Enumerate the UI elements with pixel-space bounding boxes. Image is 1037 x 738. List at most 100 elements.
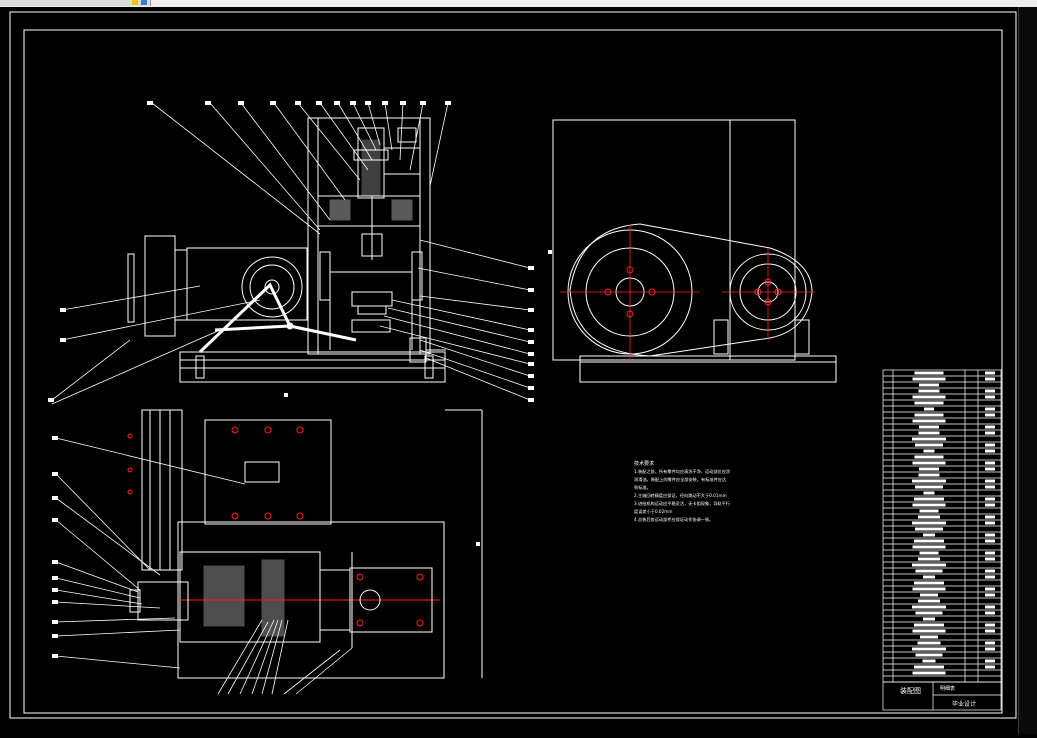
- parts-list-entry: [912, 479, 946, 483]
- parts-list-qty: [985, 407, 995, 411]
- parts-list-qty: [985, 575, 995, 579]
- parts-list-entry: [915, 443, 943, 447]
- parts-list-entry: [917, 641, 941, 645]
- top-view: [129, 409, 445, 679]
- parts-list-entry: [912, 647, 946, 651]
- cad-drawing-canvas[interactable]: 装配图 毕业设计 明细表 技术要求 1.装配之前，所有零件均应清洗干净，运动部位…: [0, 7, 1018, 734]
- parts-list-qty: [985, 431, 995, 435]
- parts-list-entry: [914, 413, 944, 417]
- front-view-leader-lines: [51, 102, 531, 405]
- parts-list-entry: [923, 617, 935, 621]
- parts-list-entry: [912, 563, 946, 567]
- parts-list-entry: [912, 395, 946, 399]
- title-block-drawing-name: 装配图: [900, 686, 921, 695]
- parts-list-qty: [985, 539, 995, 543]
- parts-list-qty: [985, 665, 995, 669]
- parts-list-entry: [918, 431, 940, 435]
- parts-list-entry: [912, 605, 946, 609]
- parts-list-entry: [919, 467, 939, 471]
- outer-frame: [9, 11, 1017, 719]
- top-view-leader-lines: [55, 437, 353, 695]
- parts-list-entry: [912, 377, 946, 381]
- tech-req-line: 到标准。: [634, 484, 651, 491]
- parts-list-entry: [914, 371, 944, 375]
- parts-list-entry: [923, 533, 935, 537]
- parts-list-entry: [915, 611, 943, 615]
- parts-list-qty: [985, 551, 995, 555]
- parts-list-entry: [912, 437, 946, 441]
- view-marker: [476, 542, 480, 546]
- tech-req-line: 1.装配之前，所有零件均应清洗干净，运动部位应涂: [634, 468, 731, 475]
- parts-list-entry: [914, 665, 944, 669]
- parts-list-entry: [919, 425, 939, 429]
- tech-req-line: 4.总装后各运动部件应保证动作协调一致。: [634, 516, 713, 523]
- top-view-bolt-holes: [127, 426, 424, 627]
- parts-list-entry: [918, 557, 940, 561]
- technical-requirements: 技术要求 1.装配之前，所有零件均应清洗干净，运动部位应涂 润滑油。装配上的零件…: [634, 460, 731, 523]
- parts-list-qty: [985, 587, 995, 591]
- parts-list-entry: [912, 461, 946, 465]
- parts-list-qty: [985, 611, 995, 615]
- parts-list-qty: [985, 425, 995, 429]
- parts-list-qty: [985, 443, 995, 447]
- parts-list-qty: [985, 449, 995, 453]
- parts-list-entry: [923, 491, 935, 495]
- parts-list-entry: [915, 653, 943, 657]
- parts-list-entry: [919, 509, 939, 513]
- parts-list-entry: [912, 671, 946, 675]
- parts-list-entry: [912, 521, 946, 525]
- tech-req-line: 润滑油。装配上的零件应全部安装，有标准件应达: [634, 476, 727, 483]
- front-view: [127, 117, 446, 383]
- parts-list-entry: [918, 389, 940, 393]
- parts-list-entry: [912, 545, 946, 549]
- parts-list-qty: [985, 605, 995, 609]
- parts-list-qty: [985, 479, 995, 483]
- parts-list-qty: [985, 647, 995, 651]
- parts-list-table: [882, 369, 1002, 711]
- vertical-scrollbar[interactable]: [1018, 7, 1037, 734]
- parts-list-qty: [985, 569, 995, 573]
- parts-list-entry: [915, 485, 943, 489]
- side-view: [552, 119, 837, 383]
- parts-list-entry: [924, 407, 934, 411]
- parts-list-qty: [985, 593, 995, 597]
- parts-list-entry: [914, 401, 944, 405]
- view-marker: [548, 250, 552, 254]
- parts-list-entry: [912, 629, 946, 633]
- parts-list-entry: [923, 449, 935, 453]
- parts-list-qty: [985, 629, 995, 633]
- parts-list-entry: [918, 473, 940, 477]
- window-top-strip: [0, 0, 1037, 7]
- tech-req-heading: 技术要求: [634, 460, 654, 467]
- parts-list-qty: [985, 659, 995, 663]
- parts-list-qty: [985, 533, 995, 537]
- view-marker: [284, 393, 288, 397]
- parts-list-entry: [920, 635, 938, 639]
- parts-list-entry: [912, 419, 946, 423]
- tech-req-line: 度误差小于0.02mm: [634, 508, 672, 515]
- parts-list-qty: [985, 521, 995, 525]
- parts-list-entry: [919, 551, 939, 555]
- drawing-tab[interactable]: [0, 0, 151, 6]
- side-view-bolt-holes: [604, 266, 782, 318]
- parts-list-qty: [985, 371, 995, 375]
- parts-list-qty: [985, 413, 995, 417]
- parts-list-qty: [985, 557, 995, 561]
- parts-list-entry: [914, 539, 944, 543]
- part-number-tags: [48, 101, 534, 402]
- title-block-parts-list-label: 明细表: [940, 685, 955, 692]
- parts-list-entry: [918, 599, 940, 603]
- parts-list-qty: [985, 623, 995, 627]
- parts-list-qty: [985, 503, 995, 507]
- parts-list-qty: [985, 467, 995, 471]
- parts-list-entry: [920, 593, 938, 597]
- layer-icon[interactable]: [141, 0, 147, 5]
- parts-list-entry: [915, 527, 943, 531]
- parts-list-entry: [918, 515, 940, 519]
- tech-req-line: 2.主轴回转精度应保证，径向跳动不大于0.01mm: [634, 492, 727, 499]
- parts-list-entry: [914, 581, 944, 585]
- save-icon[interactable]: [132, 0, 138, 5]
- parts-list-qty: [985, 497, 995, 501]
- parts-list-entry: [919, 383, 939, 387]
- parts-list-entry: [915, 569, 943, 573]
